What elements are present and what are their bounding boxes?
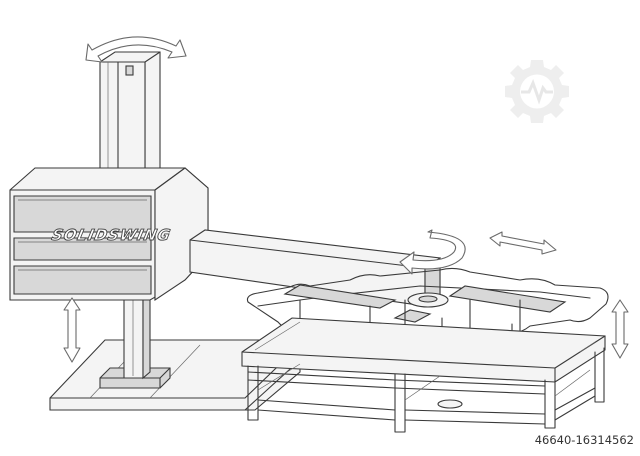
rotation-arrow-top — [85, 36, 187, 63]
watermark-gear-icon — [505, 60, 569, 123]
housing-box: SOLIDSWING — [9, 167, 209, 302]
gripper-frame — [246, 267, 609, 343]
table-frame — [247, 347, 605, 433]
brand-label: SOLIDSWING — [50, 226, 173, 244]
vertical-double-arrow-right — [611, 299, 629, 359]
rotation-arrow-arm — [399, 229, 466, 275]
horizontal-double-arrow — [489, 231, 557, 255]
reference-id: 46640-16314562 — [534, 433, 634, 447]
table-top — [241, 317, 606, 383]
vertical-double-arrow-left — [63, 297, 81, 363]
